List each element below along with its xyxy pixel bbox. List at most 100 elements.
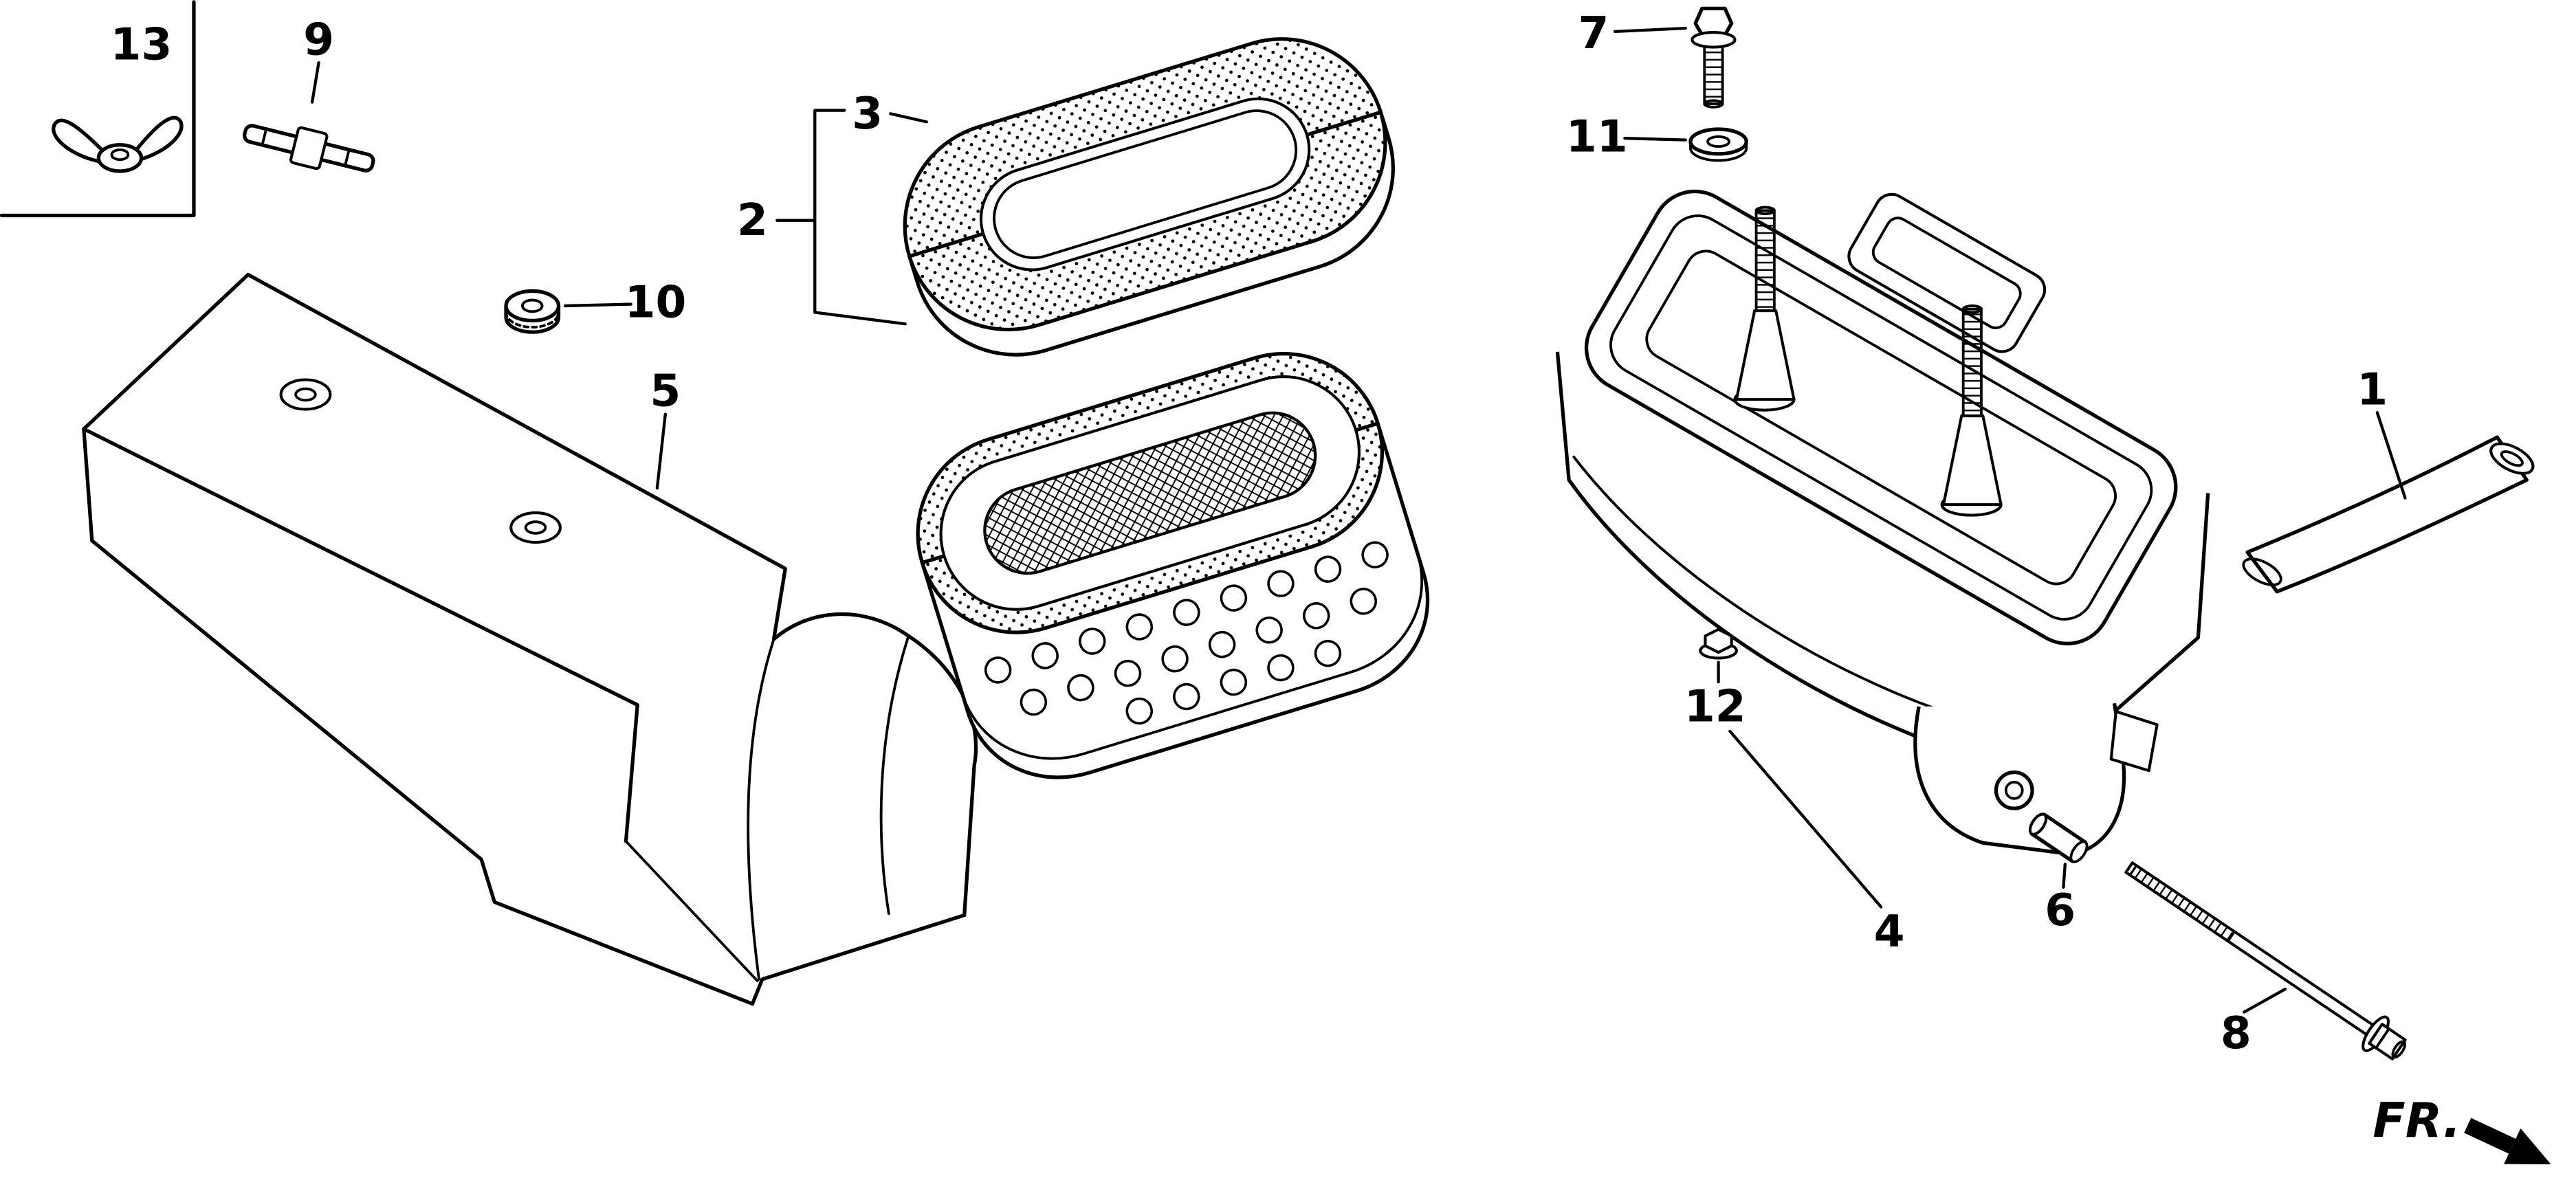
nut-top-face — [504, 289, 561, 323]
wing-right — [134, 115, 184, 162]
cover-front-bottom-edge — [624, 840, 759, 983]
fr-label: FR. — [2373, 1094, 2461, 1149]
fr-arrow-icon — [2464, 1118, 2551, 1164]
wing-left — [52, 118, 106, 164]
cover-ridge — [82, 427, 639, 843]
leader-6 — [2062, 863, 2067, 889]
rim-inner — [1609, 214, 2153, 621]
cover-boss — [279, 378, 332, 411]
stud-cone — [1941, 414, 2003, 507]
foam-opening-lip — [993, 109, 1298, 259]
element-bottom-seam — [960, 552, 1424, 760]
leader-1 — [2375, 411, 2407, 500]
part-2-filter-element — [916, 351, 1430, 779]
bolt-threaded-shaft — [1703, 41, 1724, 105]
tube-body — [2245, 435, 2529, 594]
rim-floor-edge — [1645, 249, 2117, 586]
foam-center-opening — [979, 97, 1311, 271]
cover-scoop-contour — [879, 634, 910, 916]
stud-tip — [1754, 206, 1776, 216]
callout-4: 4 — [1874, 906, 1905, 957]
clip-detail — [344, 148, 351, 167]
wing-nut-hole — [110, 148, 130, 162]
callout-3: 3 — [852, 88, 883, 140]
snout-inner — [1871, 217, 2022, 329]
case-top-rim — [1584, 189, 2178, 645]
part-3-outer-filter — [903, 37, 1395, 357]
part-1-tube — [2242, 435, 2535, 594]
washer-outer — [1688, 127, 1748, 156]
collar-end — [2028, 812, 2048, 836]
part-13-wing-nut-inset — [0, 0, 196, 218]
direction-indicator: FR. — [2373, 1094, 2551, 1164]
leader-10 — [563, 302, 632, 308]
bolt-hex-head — [1693, 6, 1734, 37]
part-8-bolt — [2124, 861, 2407, 1061]
callout-6: 6 — [2045, 885, 2076, 936]
leader-11 — [1623, 137, 1687, 142]
part-5-cover — [82, 272, 978, 1006]
nut-serration — [505, 311, 560, 329]
stud-cone — [1735, 309, 1796, 401]
callout-8: 8 — [2221, 1008, 2252, 1059]
cover-boss-hole — [294, 387, 317, 402]
case-mounting-neck — [1913, 702, 2126, 856]
part-4-case — [1555, 189, 2210, 856]
clip-detail — [261, 127, 268, 146]
callout-9: 9 — [303, 14, 334, 65]
case-stud-a — [1733, 206, 1796, 412]
stud-threaded-rod — [1754, 209, 1776, 313]
cover-silhouette — [82, 272, 978, 1006]
bracket-hole-inner — [2004, 781, 2024, 800]
case-side-tab — [2109, 710, 2159, 773]
cover-scoop-inner-edge — [747, 638, 775, 981]
element-mesh-opening — [983, 411, 1317, 575]
callout-11: 11 — [1566, 111, 1628, 162]
tube-far-end — [2242, 557, 2282, 586]
cover-boss — [509, 511, 562, 544]
washer-thickness — [1689, 140, 1748, 162]
leader-4 — [1728, 729, 1883, 909]
leader-8 — [2243, 987, 2287, 1014]
callout-labels: 1 2 3 4 5 6 7 8 9 10 11 12 13 — [111, 8, 2388, 1059]
leader-9 — [310, 61, 320, 104]
callout-2: 2 — [737, 195, 768, 246]
leader-5 — [655, 412, 667, 490]
part-10-nut — [504, 289, 561, 334]
stud-threaded-rod — [1961, 307, 1983, 417]
bolt-thread — [2128, 863, 2236, 943]
wing-nut-hub — [96, 143, 144, 173]
washer-hole — [1706, 135, 1731, 148]
callout-10: 10 — [625, 277, 687, 329]
collar-end — [2069, 840, 2089, 863]
part-9-clip — [243, 124, 375, 173]
part-12-nut — [1699, 628, 1738, 660]
callout-12: 12 — [1684, 681, 1746, 733]
nut-hole — [521, 298, 544, 313]
tube-open-end — [2489, 442, 2535, 475]
clip-clamp — [289, 126, 329, 170]
bolt-flange — [1691, 31, 1737, 49]
part-7-bolt — [1691, 6, 1737, 109]
bolt-hex-head — [2368, 1023, 2407, 1061]
case-inlet-snout — [1847, 192, 2047, 353]
nut-hex — [1704, 628, 1733, 654]
tube-bore — [2500, 450, 2524, 467]
case-stud-b — [1940, 304, 2003, 517]
part-6-collar — [2028, 812, 2089, 863]
leader-7 — [1613, 26, 1687, 34]
callout-7: 7 — [1578, 8, 1609, 59]
bolt-tip — [1703, 99, 1724, 109]
element-perforations — [984, 541, 1389, 725]
wing-nut — [52, 115, 184, 173]
bolt-head-facet — [2375, 1027, 2390, 1050]
bolt-head-end — [2391, 1040, 2407, 1059]
stud-tip — [1961, 304, 1983, 314]
callout-1: 1 — [2357, 364, 2388, 415]
inset-box-border — [0, 0, 196, 218]
bracket-hole — [1994, 770, 2034, 810]
leader-lines — [310, 26, 2407, 1014]
callout-13: 13 — [111, 19, 173, 70]
cover-bosses — [279, 378, 562, 544]
